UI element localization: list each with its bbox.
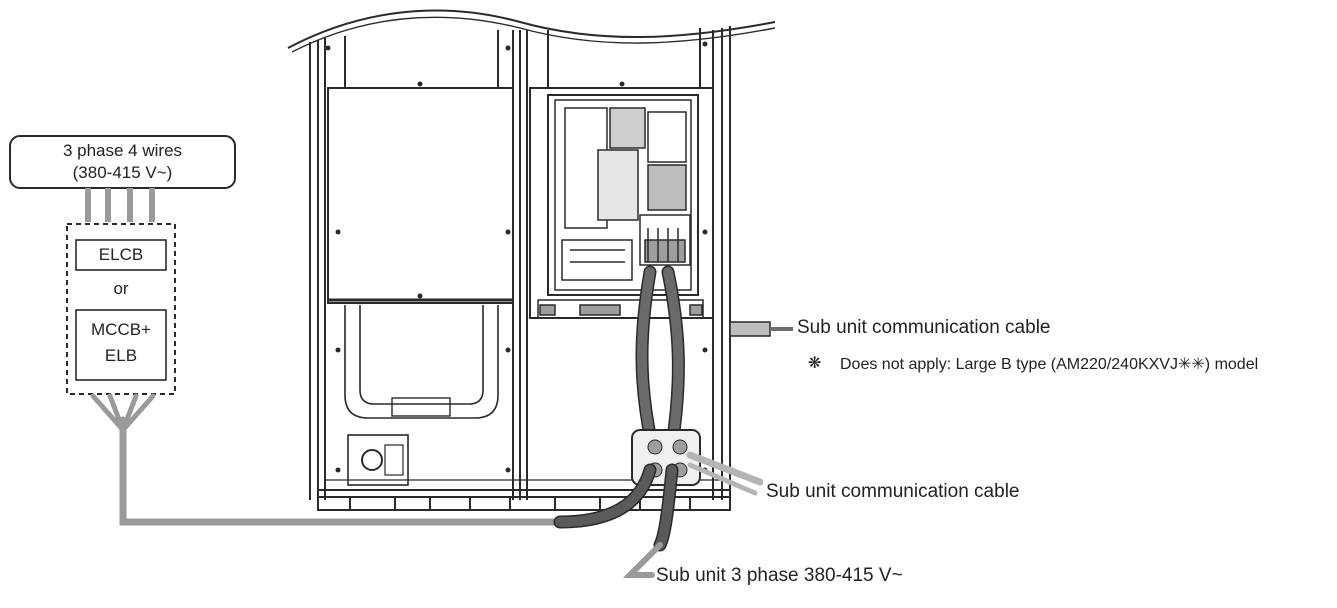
comm-cable-bottom-label: Sub unit communication cable	[766, 481, 1020, 502]
main-power-cable	[119, 416, 657, 529]
sub-power-cable	[622, 463, 679, 578]
comm-cable-top-label: Sub unit communication cable	[797, 317, 1051, 338]
internal-cables	[635, 265, 685, 452]
power-cable-label: Sub unit 3 phase 380-415 V~	[656, 565, 903, 586]
control-box	[537, 94, 704, 319]
power-source-line2: (380-415 V~)	[72, 163, 173, 182]
comm-cable-top	[729, 321, 793, 337]
mccb-box	[75, 309, 167, 381]
elcb-label: ELCB	[98, 245, 144, 264]
power-source-line1: 3 phase 4 wires	[62, 141, 183, 160]
outdoor-unit	[287, 9, 776, 511]
power-source-label: 3 phase 4 wires (380-415 V~)	[10, 140, 235, 184]
output-wires	[90, 393, 156, 433]
power-source-box	[9, 135, 236, 189]
note-text: Does not apply: Large B type (AM220/240K…	[840, 356, 1259, 373]
mccb-label: MCCB+ ELB	[76, 317, 166, 369]
supply-wires	[85, 188, 155, 222]
comm-cable-bottom	[686, 451, 764, 486]
cut-line	[287, 9, 776, 49]
elcb-box	[75, 239, 167, 271]
or-label: or	[113, 279, 129, 298]
note-symbol: ❋	[808, 355, 822, 372]
mccb-line2: ELB	[104, 346, 138, 365]
mccb-line1: MCCB+	[91, 320, 151, 339]
cable-entry-plate	[631, 429, 701, 486]
